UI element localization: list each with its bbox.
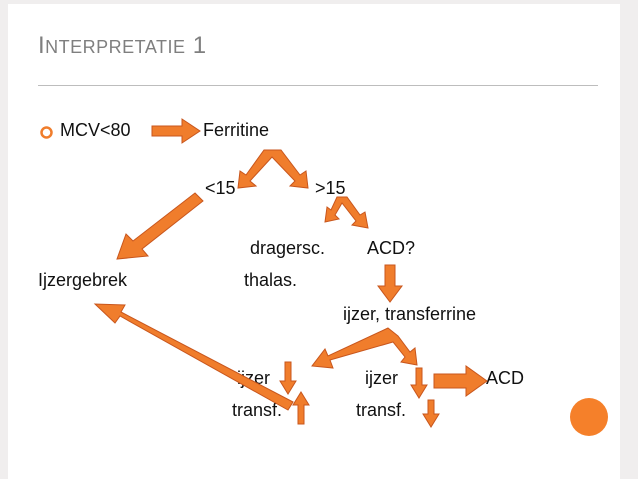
label-acd: ACD (486, 368, 525, 388)
slide-frame-top (0, 0, 638, 4)
title-underline (38, 85, 598, 86)
arrow-transf-right-down-icon (422, 399, 440, 428)
label-thalas: thalas. (244, 270, 298, 290)
arrow-mcv-to-ferritine-icon (151, 118, 201, 144)
label-ferritine: Ferritine (203, 120, 270, 140)
label-transf-right: transf. (356, 400, 407, 420)
label-mcv: MCV<80 (60, 120, 131, 140)
arrow-gt15-split-icon (324, 196, 369, 229)
arrow-ijzer-right-down-icon (410, 367, 428, 399)
arrow-ijzer-left-down-icon (279, 361, 297, 395)
arrow-transferrine-split-icon (311, 327, 418, 369)
label-dragersc: dragersc. (250, 238, 326, 258)
label-lt15: <15 (205, 178, 236, 198)
arrow-acd-down-icon (377, 264, 403, 303)
label-ijzergebrek: Ijzergebrek (38, 270, 128, 290)
slide-frame-right (620, 0, 638, 479)
arrow-transf-left-up-icon (292, 391, 310, 425)
bullet-icon (40, 126, 53, 139)
slide-title: INTERPRETATIE 1 (38, 32, 207, 59)
label-transf-left: transf. (232, 400, 283, 420)
label-ijzer-right: ijzer (365, 368, 399, 388)
decorative-orange-circle (570, 398, 608, 436)
arrow-to-ijzergebrek-icon (93, 303, 294, 411)
slide-frame-left (0, 0, 8, 479)
label-ijzer-transferrine: ijzer, transferrine (343, 304, 477, 324)
label-acd-question: ACD? (367, 238, 416, 258)
arrow-lt15-to-ijzergebrek-icon (116, 192, 204, 260)
arrow-ferritine-split-icon (237, 149, 309, 189)
arrow-to-acd-icon (433, 365, 488, 397)
label-gt15: >15 (315, 178, 346, 198)
